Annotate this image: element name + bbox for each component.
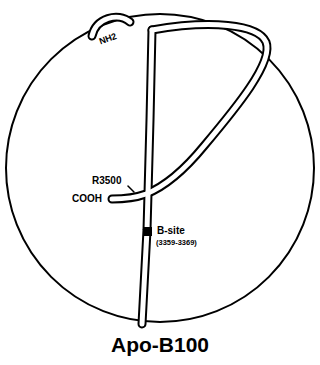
particle-outline: [6, 14, 314, 322]
part-label: B-site: [157, 226, 185, 236]
part-label: (3359-3369): [156, 239, 197, 247]
figure-caption: Apo-B100: [111, 334, 209, 355]
r3500-tick: [128, 186, 134, 192]
b-site-marker: [143, 227, 152, 236]
ribbon-loop-outline: [112, 25, 267, 199]
part-label: NH2: [98, 32, 118, 47]
ribbon-loop-fill: [112, 25, 267, 199]
ribbon-stem-outline: [142, 30, 152, 324]
part-label: COOH: [72, 194, 102, 204]
ribbon-stem-fill: [142, 30, 152, 324]
part-label: R3500: [92, 176, 121, 186]
